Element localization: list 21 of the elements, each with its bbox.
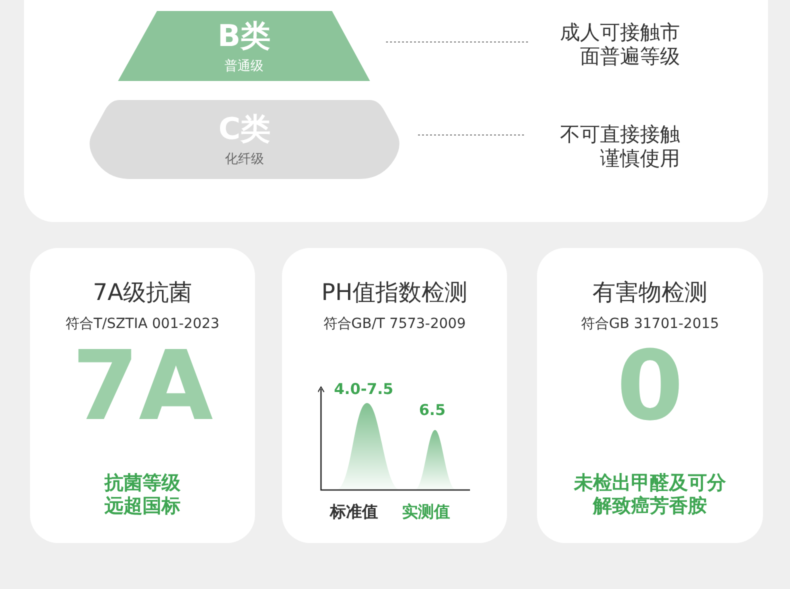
value-label: 4.0-7.5 — [334, 380, 394, 398]
standard-text: 符合GB/T 7573-2009 — [322, 316, 467, 333]
category-subtitle: 普通级 — [224, 59, 264, 75]
card-title: 7A级抗菌 — [92, 280, 194, 308]
card-title: PH值指数检测 — [320, 280, 469, 308]
card-title: 有害物检测 — [592, 280, 708, 308]
leader-line — [418, 134, 526, 136]
big-number: 0 — [616, 336, 684, 437]
standard-text: 符合GB 31701-2015 — [580, 316, 720, 333]
card-note: 抗菌等级远超国标 — [103, 472, 182, 518]
category-shape — [89, 100, 400, 179]
standard-text: 符合T/SZTIA 001-2023 — [64, 316, 220, 333]
axis-label: 标准值 — [330, 502, 379, 522]
feature-card — [282, 248, 507, 543]
category-title: B类 — [216, 19, 272, 55]
category-subtitle: 化纤级 — [224, 152, 265, 168]
category-trapezoid — [118, 11, 370, 81]
axis-label: 实测值 — [402, 502, 451, 522]
card-note: 未检出甲醛及可分解致癌芳香胺 — [572, 472, 727, 518]
big-number: 7A — [70, 336, 214, 437]
value-label: 6.5 — [419, 401, 447, 419]
